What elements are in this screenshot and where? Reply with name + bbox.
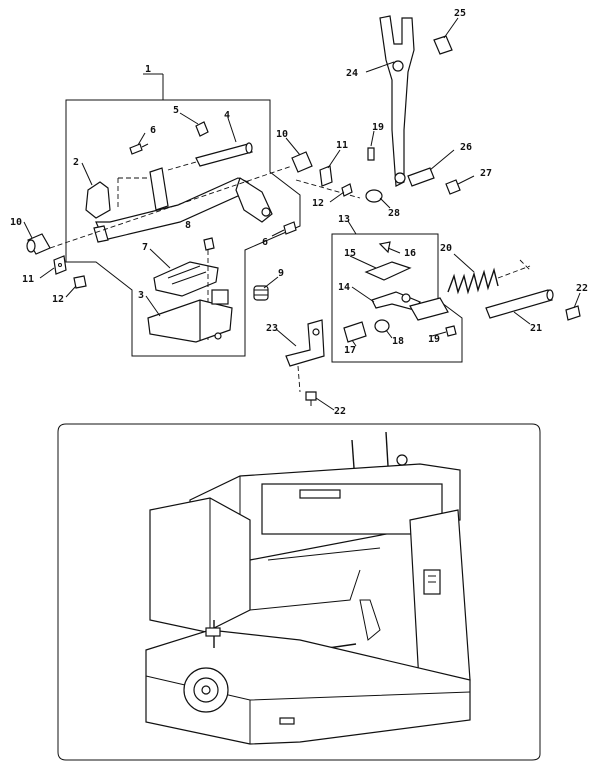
part-10-cap-right <box>291 151 313 173</box>
part-11-plate-right <box>319 165 333 187</box>
sewing-machine-illustration <box>145 431 471 745</box>
callout-20: 20 <box>440 243 452 254</box>
part-22-screw-bottom <box>305 391 317 406</box>
callout-13: 13 <box>338 214 350 225</box>
part-6-screw-top <box>129 143 149 155</box>
callout-25: 25 <box>454 8 466 19</box>
callout-22b: 22 <box>334 406 346 417</box>
callout-22a: 22 <box>576 283 588 294</box>
callout-11a: 11 <box>22 274 34 285</box>
callout-1: 1 <box>145 64 151 75</box>
callout-6a: 6 <box>150 125 156 136</box>
part-16-screw <box>378 241 391 254</box>
part-26-sleeve <box>407 167 435 187</box>
part-11-plate-left <box>53 255 67 275</box>
callout-15: 15 <box>344 248 356 259</box>
callout-2: 2 <box>73 157 79 168</box>
part-24-lever <box>379 15 415 187</box>
callout-12b: 12 <box>312 198 324 209</box>
callout-23: 23 <box>266 323 278 334</box>
part-25-cap <box>433 35 453 55</box>
part-23-bracket <box>285 319 325 367</box>
part-9-nut <box>253 285 269 301</box>
callout-19a: 19 <box>372 122 384 133</box>
part-8-pin <box>203 237 215 251</box>
part-12-screw-left <box>73 275 87 289</box>
part-17-collar <box>343 321 367 343</box>
callout-10b: 10 <box>276 129 288 140</box>
callout-4: 4 <box>224 110 230 121</box>
callout-14: 14 <box>338 282 350 293</box>
callout-16: 16 <box>404 248 416 259</box>
part-3-bracket <box>147 289 233 343</box>
part-6-screw-bottom <box>283 221 297 235</box>
callout-10a: 10 <box>10 217 22 228</box>
part-19-pin-right <box>445 325 457 337</box>
callout-3: 3 <box>138 290 144 301</box>
machine-overview-frame <box>57 423 541 761</box>
assembly-axis <box>49 165 293 249</box>
part-4-shaft <box>195 142 253 167</box>
group-1-outline <box>65 99 301 357</box>
callout-18: 18 <box>392 336 404 347</box>
callout-6b: 6 <box>262 237 268 248</box>
callout-8: 8 <box>185 220 191 231</box>
callout-7: 7 <box>142 242 148 253</box>
part-14-arm <box>371 291 449 321</box>
part-28-collar <box>365 189 383 203</box>
callout-27: 27 <box>480 168 492 179</box>
part-20-spring <box>447 267 499 295</box>
callout-5: 5 <box>173 105 179 116</box>
part-19-pin-top <box>367 147 375 161</box>
part-22-cap-right <box>565 305 581 321</box>
part-15-plate <box>364 261 412 281</box>
part-18-washer <box>374 319 390 333</box>
callout-21: 21 <box>530 323 542 334</box>
callout-17: 17 <box>344 345 356 356</box>
callout-26: 26 <box>460 142 472 153</box>
callout-12a: 12 <box>52 294 64 305</box>
callout-9: 9 <box>278 268 284 279</box>
callout-11b: 11 <box>336 140 348 151</box>
part-2-lifter <box>85 167 273 243</box>
part-27-bushing <box>445 179 461 195</box>
callout-19b: 19 <box>428 334 440 345</box>
part-10-cap-left <box>26 233 51 255</box>
callout-24: 24 <box>346 68 358 79</box>
part-7-feed-plate <box>153 261 219 297</box>
part-12-screw-right <box>341 183 353 197</box>
callout-28: 28 <box>388 208 400 219</box>
part-21-shaft <box>485 289 554 319</box>
part-5-clip <box>195 121 209 137</box>
group-13-outline <box>331 233 463 363</box>
